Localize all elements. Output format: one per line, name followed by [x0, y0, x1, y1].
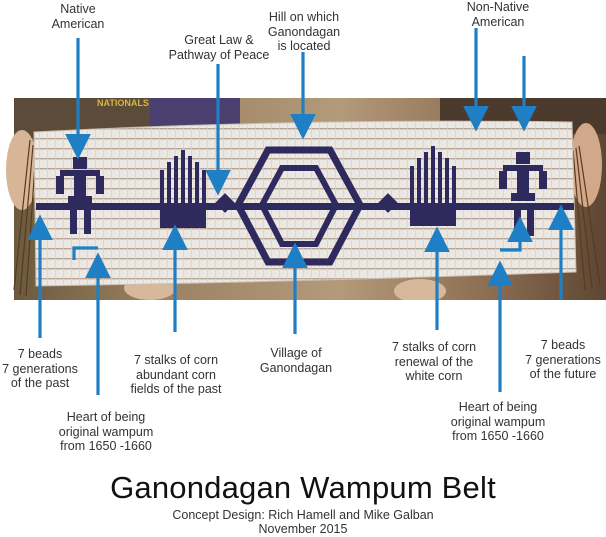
label-heart-left: Heart of being original wampum from 1650… — [58, 410, 154, 453]
page-title: Ganondagan Wampum Belt — [110, 470, 496, 505]
label-corn-left: 7 stalks of corn abundant corn fields of… — [130, 353, 222, 396]
label-corn-right: 7 stalks of corn renewal of the white co… — [391, 340, 477, 383]
arrow-heart-right-connector — [500, 216, 533, 252]
arrow-layer — [27, 28, 574, 395]
label-native-american: Native American — [51, 2, 105, 31]
label-great-law: Great Law & Pathway of Peace — [168, 33, 270, 62]
credits: Concept Design: Rich Hamell and Mike Gal… — [172, 508, 434, 522]
left-hand — [6, 130, 38, 210]
label-heart-right: Heart of being original wampum from 1650… — [450, 400, 546, 443]
arrow-heart-left-connector — [72, 246, 98, 260]
label-beads-past: 7 beads 7 generations of the past — [2, 347, 78, 390]
label-non-native-american: Non-Native American — [466, 0, 530, 29]
date: November 2015 — [258, 522, 348, 536]
label-village: Village of Ganondagan — [259, 346, 333, 375]
label-beads-future: 7 beads 7 generations of the future — [525, 338, 601, 381]
label-hill: Hill on which Ganondagan is located — [267, 10, 341, 53]
pathway-line — [36, 203, 574, 210]
shirt-text: NATIONALS — [97, 98, 149, 108]
